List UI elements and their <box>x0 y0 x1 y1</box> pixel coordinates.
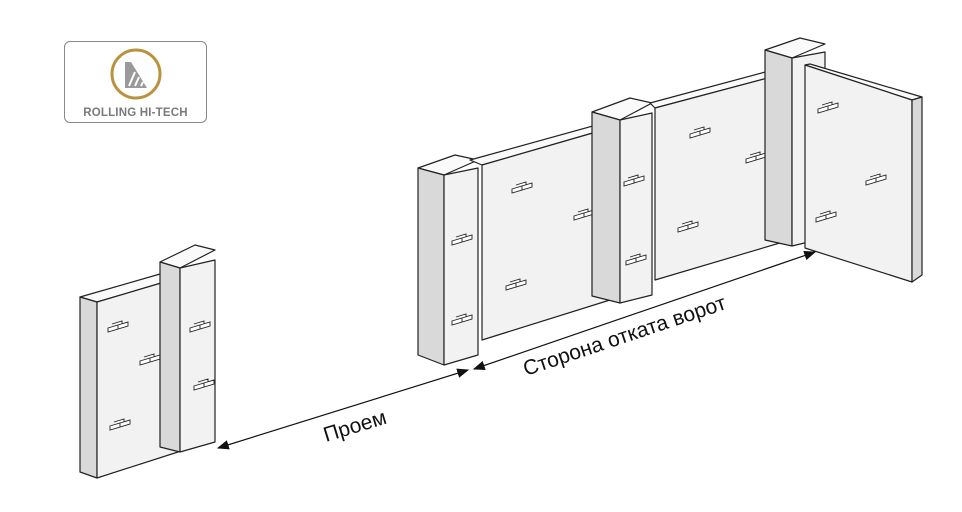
logo: ROLLING HI-TECH <box>64 41 207 123</box>
opening-label: Проем <box>321 406 389 447</box>
logo-text: ROLLING HI-TECH <box>83 107 188 119</box>
pillar-1 <box>417 154 479 366</box>
opening-dimension-arrow <box>216 368 470 450</box>
logo-mark-icon <box>110 48 162 100</box>
left-fence-panel <box>79 273 179 479</box>
gate-panel-1 <box>469 123 611 341</box>
left-pillar <box>159 244 216 453</box>
pillar-2 <box>591 97 653 304</box>
rollback-dimension-arrow <box>472 250 817 371</box>
rollback-panel <box>804 63 923 283</box>
gate-panel-2 <box>649 67 791 281</box>
